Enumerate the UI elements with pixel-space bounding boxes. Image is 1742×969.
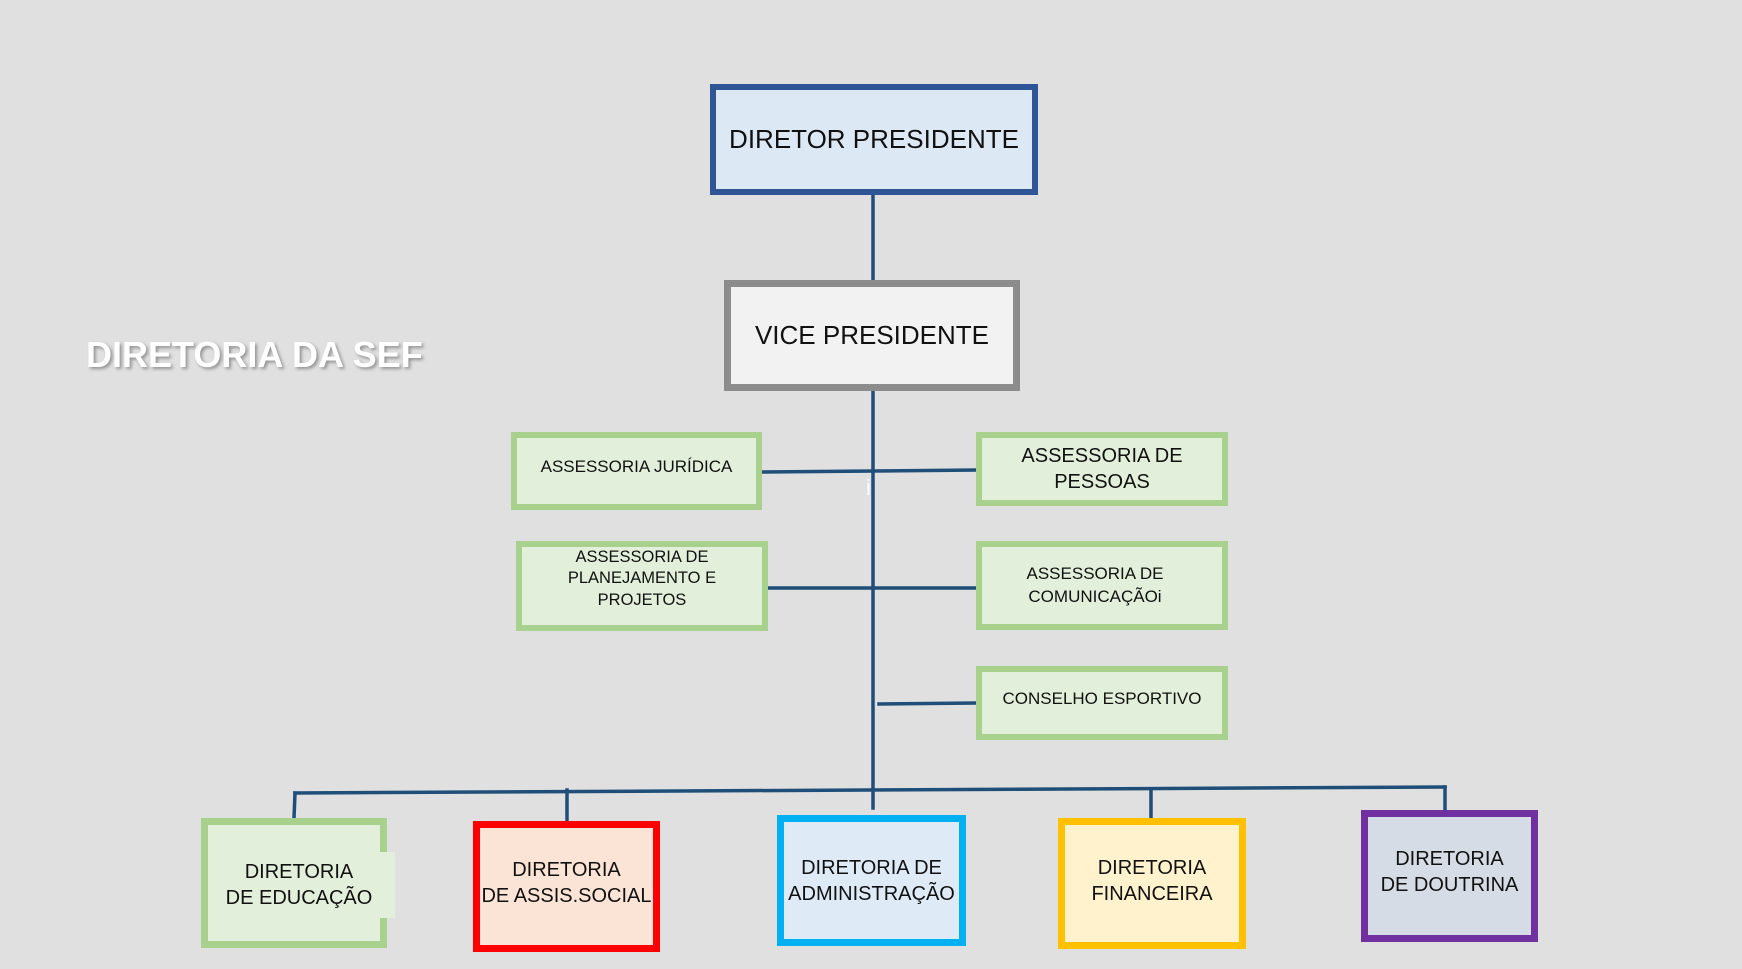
node-vice-presidente-label: VICE PRESIDENTE [754, 319, 990, 350]
node-diretoria-financeira-label: DIRETORIA FINANCEIRA [1091, 856, 1213, 905]
node-diretor-presidente: DIRETOR PRESIDENTE [710, 84, 1038, 195]
page-title: DIRETORIA DA SEF [86, 334, 423, 375]
connector-assessoria-pessoas [871, 468, 978, 473]
node-assessoria-pessoas: ASSESSORIA DE PESSOAS [976, 432, 1228, 506]
node-assessoria-comunicacao-label: ASSESSORIA DE COMUNICAÇÃOi [1026, 564, 1164, 606]
node-diretor-presidente-label: DIRETOR PRESIDENTE [729, 123, 1019, 154]
node-diretoria-educacao-text: DIRETORIA DE EDUCAÇÃO [201, 852, 397, 918]
node-assessoria-planejamento-label: ASSESSORIA DE PLANEJAMENTO E PROJETOS [567, 547, 717, 609]
node-diretoria-assis-social: DIRETORIA DE ASSIS.SOCIAL [473, 821, 660, 952]
node-diretoria-educacao-label: DIRETORIA DE EDUCAÇÃO [225, 861, 373, 909]
node-diretoria-administracao: DIRETORIA DE ADMINISTRAÇÃO [777, 815, 966, 946]
node-diretoria-doutrina: DIRETORIA DE DOUTRINA [1361, 810, 1538, 942]
node-assessoria-pessoas-label: ASSESSORIA DE PESSOAS [1021, 445, 1183, 493]
node-assessoria-comunicacao: ASSESSORIA DE COMUNICAÇÃOi [976, 541, 1228, 630]
node-diretoria-assis-social-label: DIRETORIA DE ASSIS.SOCIAL [481, 858, 652, 907]
connector-assessoria-juridica [756, 469, 875, 474]
node-assessoria-planejamento: ASSESSORIA DE PLANEJAMENTO E PROJETOS [516, 541, 768, 631]
node-vice-presidente: VICE PRESIDENTE [724, 280, 1020, 391]
node-diretoria-doutrina-label: DIRETORIA DE DOUTRINA [1380, 848, 1519, 896]
node-diretoria-educacao-label-panel [210, 852, 395, 918]
node-assessoria-juridica-label: ASSESSORIA JURÍDICA [540, 456, 733, 476]
stray-i-mark: i [866, 475, 871, 500]
connector-educacao [292, 791, 297, 820]
node-assessoria-juridica: ASSESSORIA JURÍDICA [511, 432, 762, 510]
node-conselho-esportivo-label: CONSELHO ESPORTIVO [1002, 688, 1202, 708]
node-conselho-esportivo: CONSELHO ESPORTIVO [976, 666, 1228, 740]
connector-bottom-bus [293, 785, 1447, 795]
node-diretoria-administracao-label: DIRETORIA DE ADMINISTRAÇÃO [788, 856, 955, 905]
connector-conselho-esportivo [877, 701, 978, 706]
node-diretoria-financeira: DIRETORIA FINANCEIRA [1058, 818, 1246, 949]
